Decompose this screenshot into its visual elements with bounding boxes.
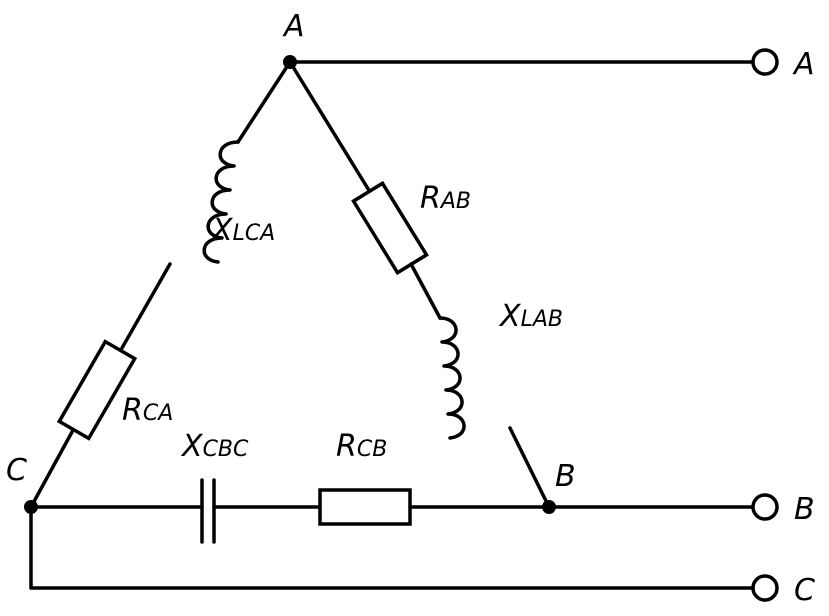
node-a-label: A <box>282 9 305 44</box>
wire-l-ab-to-b <box>508 426 551 509</box>
resistor-r-ca <box>56 339 138 441</box>
node-b-label: B <box>555 459 576 494</box>
wire-a-to-r-ab <box>288 60 372 194</box>
label-r-cb: RCB <box>336 429 387 464</box>
wire-r-ca-to-c <box>29 430 74 509</box>
label-x-cbc: XCBC <box>180 429 249 464</box>
node-c-label: C <box>6 453 27 488</box>
wire-r-ab-to-l-ab <box>409 262 442 320</box>
wire-c-to-terminal-c <box>29 505 754 590</box>
node-b-dot <box>542 500 556 514</box>
node-a-dot <box>283 55 297 69</box>
terminal-a-label: A <box>792 47 815 82</box>
terminal-b-label: B <box>794 492 815 527</box>
resistor-r-ab <box>351 180 429 276</box>
wire-l-ca-to-r-ca <box>120 262 172 350</box>
label-x-lab: XLAB <box>498 299 563 334</box>
node-c-dot <box>24 500 38 514</box>
inductor-x-lab <box>438 316 466 440</box>
terminal-c-circle <box>751 574 779 602</box>
inductor-x-lca <box>202 140 240 264</box>
wire-a-to-l-ca <box>236 60 292 144</box>
terminal-c-label: C <box>794 573 815 608</box>
label-x-lca: XLCA <box>210 213 275 248</box>
terminal-b-circle <box>751 493 779 521</box>
terminal-a-circle <box>751 48 779 76</box>
resistor-r-cb <box>318 488 412 526</box>
label-r-ca: RCA <box>122 393 173 428</box>
label-r-ab: RAB <box>420 181 471 216</box>
